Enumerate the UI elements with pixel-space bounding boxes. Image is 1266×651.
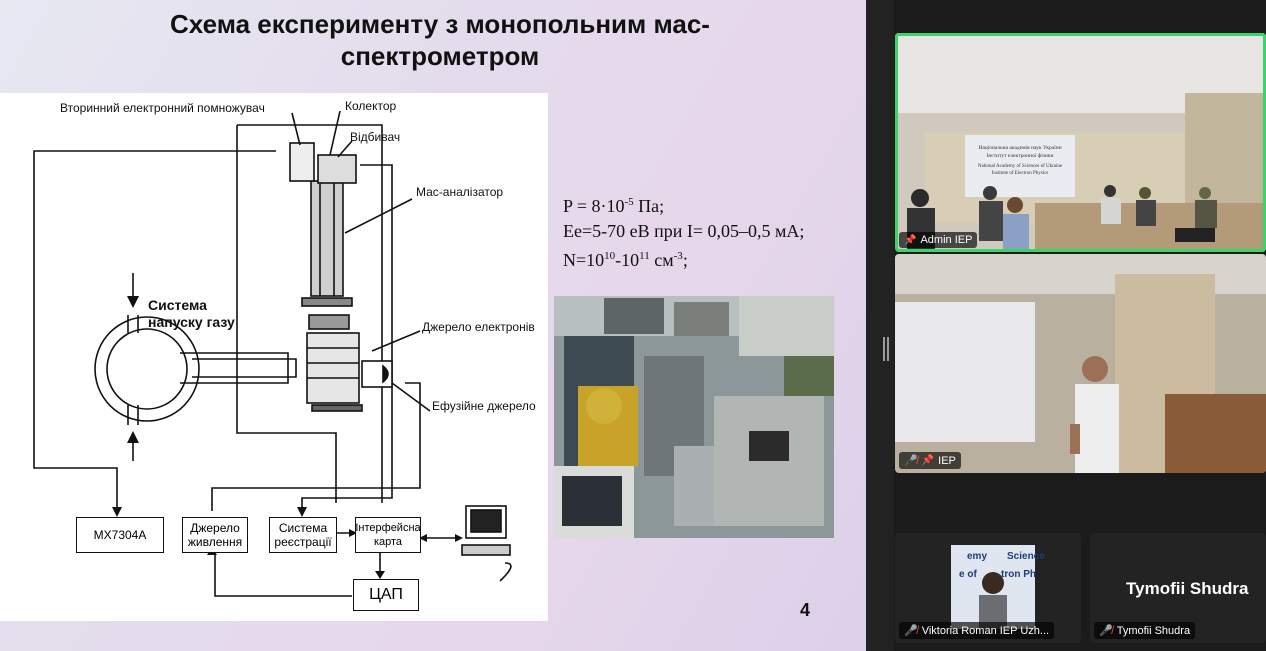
slide-page-number: 4 [800,600,811,620]
param-energy: Ee=5-70 еВ при I= 0,05–0,5 мА; [563,221,805,241]
label-collector: Колектор [345,99,397,113]
svg-text:e of: e of [959,569,977,580]
mic-muted-icon: 🎤̸ [904,455,918,467]
slide-title: Схема експерименту з монопольним мас- сп… [170,9,710,71]
mic-muted-icon: 🎤̸ [904,625,918,637]
mic-muted-icon: 🎤̸ [1099,625,1113,637]
pin-icon: 📌 [921,455,935,466]
label-electron-source: Джерело електронів [422,320,535,334]
svg-text:emy: emy [967,551,987,562]
svg-text:tron Ph: tron Ph [1001,569,1036,580]
box-mx7304a: МХ7304А [76,517,164,553]
experiment-parameters: P = 8·10-5 Па; Ee=5-70 еВ при I= 0,05–0,… [563,190,804,273]
experiment-diagram: Вторинний електронний помножувач Колекто… [0,93,548,621]
participant-name-tag: 📌 Admin IEP [899,232,978,248]
presentation-slide: Схема експерименту з монопольним мас- сп… [0,0,866,651]
conference-room-video: Національна академія наук України Інстит… [895,33,1266,252]
svg-text:Національна академія наук Укра: Національна академія наук України [978,145,1061,151]
participant-name-tag: 🎤̸ 📌 IEP [899,452,961,469]
svg-text:Science: Science [1007,551,1045,562]
box-dac: ЦАП [353,579,419,611]
participant-name-tag: 🎤̸ Viktoria Roman IEP Uzh... [899,622,1055,639]
participant-name-tag: 🎤̸ Tymofii Shudra [1094,622,1196,639]
param-pressure: P = 8·10-5 Па; [563,196,665,216]
svg-text:Institute of Electron Physics: Institute of Electron Physics [992,171,1049,176]
svg-text:Інститут електронної фізики: Інститут електронної фізики [987,152,1054,159]
video-tile-viktoria[interactable]: emy Science e of tron Ph 🎤̸ Viktoria Rom… [895,533,1081,643]
presenter-video [895,254,1266,473]
svg-text:National Academy of Sciences o: National Academy of Sciences of Ukraine [978,164,1063,169]
diagram-lines [33,110,512,597]
pin-icon: 📌 [904,234,917,246]
param-density: N=1010-1011 см-3; [563,250,688,270]
video-tile-admin-iep[interactable]: Національна академія наук України Інстит… [895,33,1266,252]
label-deflector: Відбивач [350,130,401,144]
video-tile-iep[interactable]: 🎤̸ 📌 IEP [895,254,1266,473]
drag-handle-icon[interactable] [883,337,889,361]
label-gas-inlet: Система напуску газу [148,297,235,330]
video-tile-tymofii[interactable]: Tymofii Shudra 🎤̸ Tymofii Shudra [1090,533,1266,643]
participant-display-name: Tymofii Shudra [1126,579,1249,598]
label-effusion-source: Ефузійне джерело [432,399,536,413]
label-mass-analyzer: Мас-аналізатор [416,185,504,199]
split-view-divider[interactable] [866,0,894,651]
label-secondary-multiplier: Вторинний електронний помножувач [60,101,265,115]
lab-equipment-photo [554,296,834,538]
